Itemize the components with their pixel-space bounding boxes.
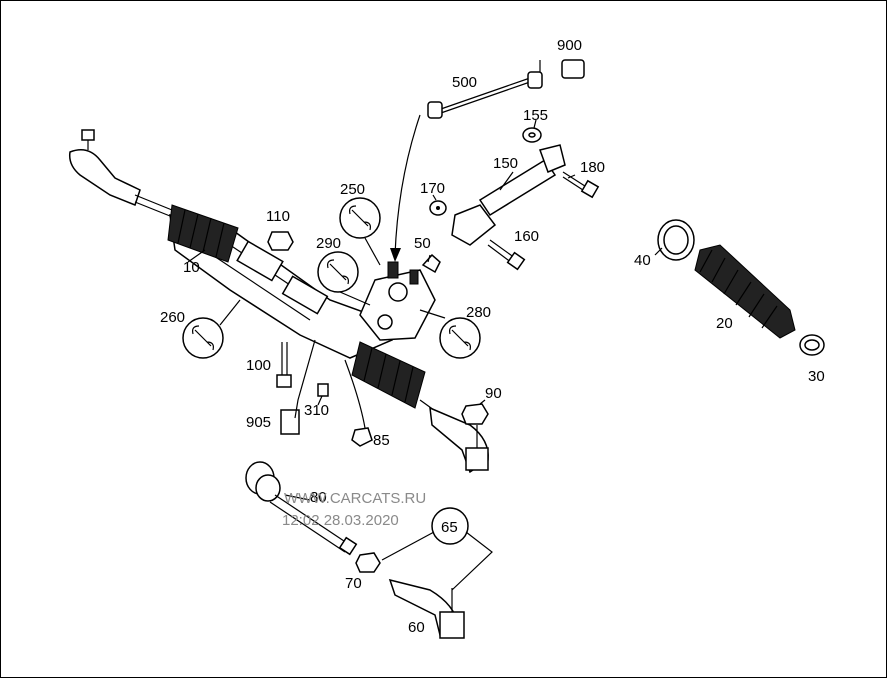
callout-160: 160	[514, 228, 539, 245]
rack-bellows-left	[167, 204, 239, 263]
part-160-bolt	[487, 239, 526, 271]
tie-rod-end-left	[68, 129, 173, 217]
part-100-bolt	[276, 342, 292, 388]
pinion-valve-housing	[359, 261, 436, 341]
wrench-callout-290	[317, 251, 359, 293]
leader-lines	[187, 60, 663, 501]
part-310-screw	[317, 383, 329, 397]
callout-65: 65	[441, 519, 458, 536]
assembly-arrow-head	[390, 248, 401, 262]
part-170-washer	[429, 200, 447, 216]
callout-180: 180	[580, 159, 605, 176]
callout-250: 250	[340, 181, 365, 198]
part-155-washer	[522, 127, 542, 143]
wrench-callout-280	[439, 317, 481, 359]
callout-260: 260	[160, 309, 185, 326]
part-80-inner-tie-rod	[245, 461, 358, 556]
part-90-nut	[461, 403, 489, 425]
callout-30: 30	[808, 368, 825, 385]
callout-20: 20	[716, 315, 733, 332]
part-905-bush	[280, 409, 300, 435]
part-70-nut	[355, 552, 381, 573]
part-60-tie-rod-end	[388, 578, 465, 639]
watermark-site: WWW.CARCATS.RU	[284, 490, 426, 507]
callout-290: 290	[316, 235, 341, 252]
assembly-arrow	[394, 114, 421, 256]
wrench-callout-250	[339, 197, 381, 239]
callout-905: 905	[246, 414, 271, 431]
callout-85: 85	[373, 432, 390, 449]
callout-500: 500	[452, 74, 477, 91]
watermark-timestamp: 12:02 28.03.2020	[282, 512, 399, 529]
callout-310: 310	[304, 402, 329, 419]
tie-rod-end-right	[419, 399, 489, 474]
part-50-bracket	[421, 253, 441, 274]
part-40-clamp	[657, 219, 695, 261]
callout-40: 40	[634, 252, 651, 269]
callout-150: 150	[493, 155, 518, 172]
callout-60: 60	[408, 619, 425, 636]
callout-900: 900	[557, 37, 582, 54]
part-500-rod	[427, 71, 543, 119]
part-30-clamp	[799, 334, 825, 356]
rack-bellows-right	[351, 341, 426, 409]
part-150-shaft	[451, 144, 566, 246]
part-110-nut	[267, 231, 294, 251]
callout-50: 50	[414, 235, 431, 252]
callout-70: 70	[345, 575, 362, 592]
callout-90: 90	[485, 385, 502, 402]
part-900-cap	[561, 59, 585, 79]
group-callout-65	[381, 507, 493, 591]
part-85-nut	[344, 359, 373, 447]
part-20-bellows	[694, 244, 796, 339]
part-180-bolt	[562, 171, 600, 199]
wrench-callout-260	[182, 317, 224, 359]
callout-170: 170	[420, 180, 445, 197]
callout-100: 100	[246, 357, 271, 374]
callout-280: 280	[466, 304, 491, 321]
callout-155: 155	[523, 107, 548, 124]
callout-10: 10	[183, 259, 200, 276]
callout-110: 110	[266, 208, 290, 225]
callout-80: 80	[310, 489, 327, 506]
